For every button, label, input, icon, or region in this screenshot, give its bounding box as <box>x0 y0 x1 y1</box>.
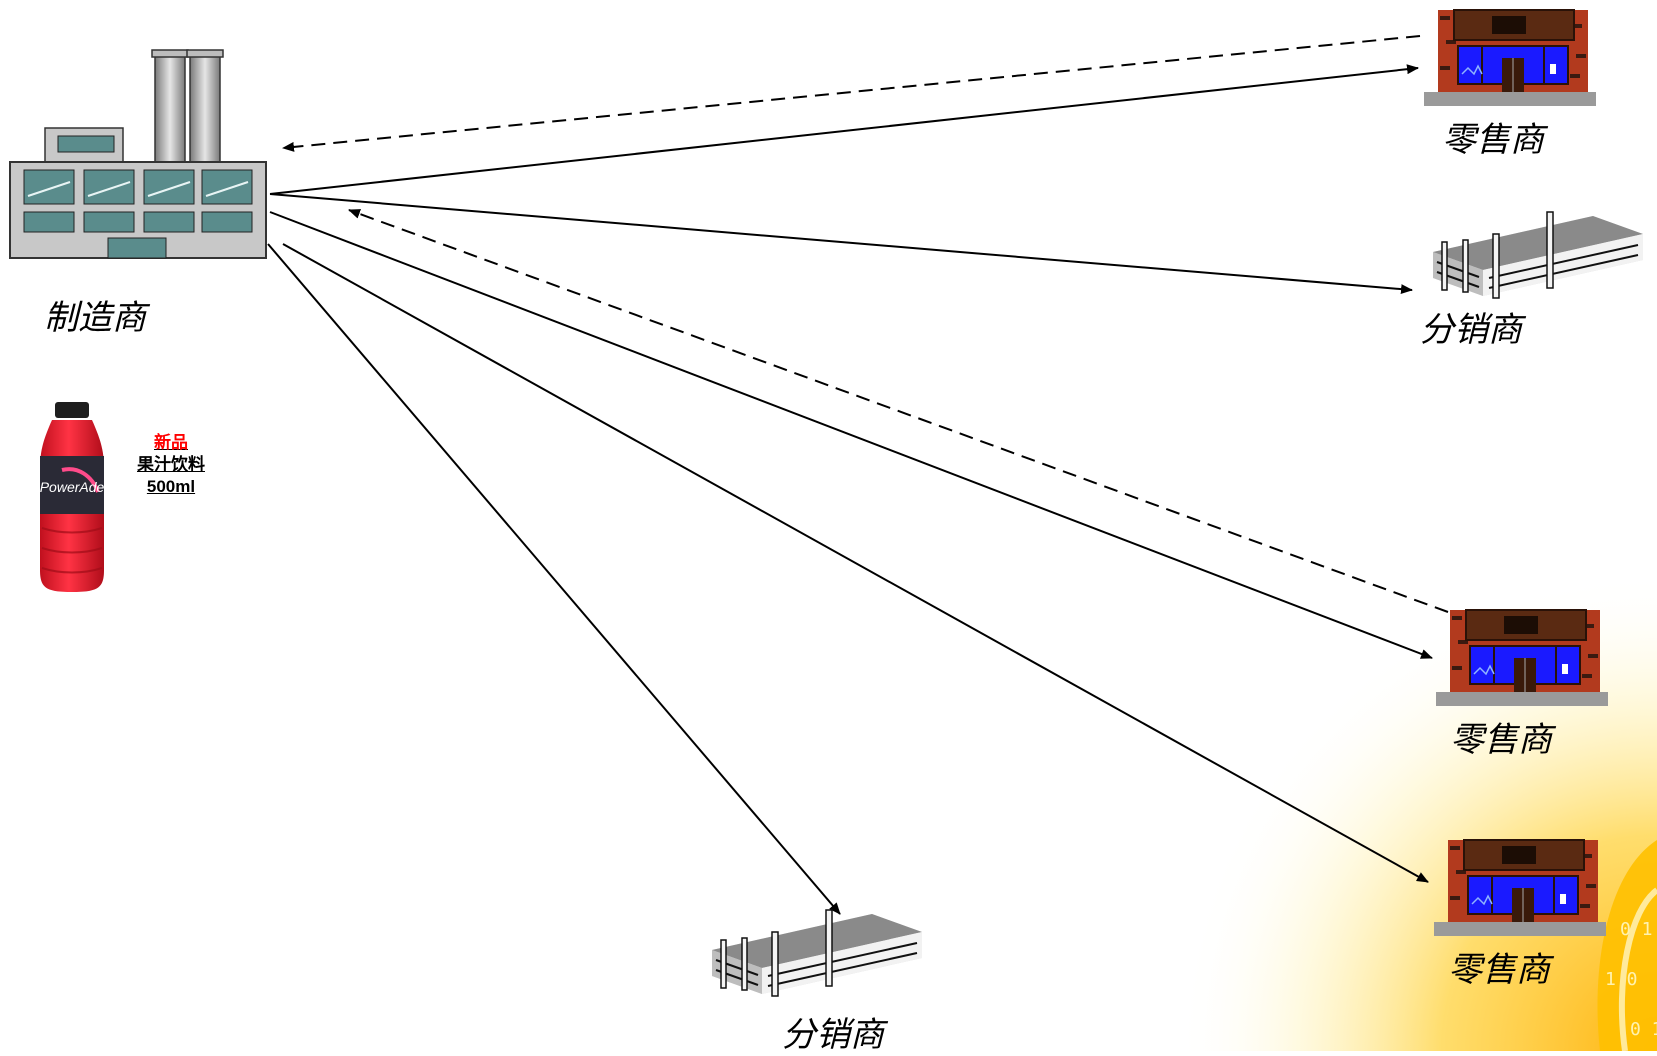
bottle-brand-text: PowerAde <box>40 479 105 495</box>
warehouse-icon-right <box>1433 212 1643 298</box>
arrow-manufacturer-to-distributor-bottom <box>268 244 840 914</box>
retailer-top-label: 零售商 <box>1442 112 1544 161</box>
arrow-manufacturer-to-retailer-middle <box>270 212 1432 658</box>
storefront-icon-middle <box>1436 610 1608 706</box>
svg-text:1 0: 1 0 <box>1605 969 1638 990</box>
arrow-retailer-top-feedback <box>283 36 1420 148</box>
product-name: 果汁饮料 <box>128 454 214 476</box>
manufacturer-label: 制造商 <box>44 290 146 339</box>
retailer-middle-label: 零售商 <box>1450 712 1552 761</box>
storefront-icon-top <box>1424 10 1596 106</box>
warehouse-icon-bottom <box>712 910 922 996</box>
svg-text:0 1: 0 1 <box>1620 919 1653 940</box>
arrow-retailer-middle-feedback <box>349 210 1448 612</box>
juice-bottle-icon: PowerAde <box>40 402 105 592</box>
distributor-right-label: 分销商 <box>1420 302 1522 351</box>
product-volume: 500ml <box>128 476 214 498</box>
svg-text:0 1: 0 1 <box>1630 1019 1657 1040</box>
factory-icon <box>10 50 266 258</box>
distributor-bottom-label: 分销商 <box>782 1007 884 1056</box>
retailer-bottom-label: 零售商 <box>1448 942 1550 991</box>
storefront-icon-bottom <box>1434 840 1606 936</box>
product-info: 新品 果汁饮料 500ml <box>128 432 214 498</box>
arrow-manufacturer-to-distributor-right <box>270 194 1412 290</box>
new-product-badge: 新品 <box>128 432 214 454</box>
arrow-manufacturer-to-retailer-top <box>270 68 1418 194</box>
